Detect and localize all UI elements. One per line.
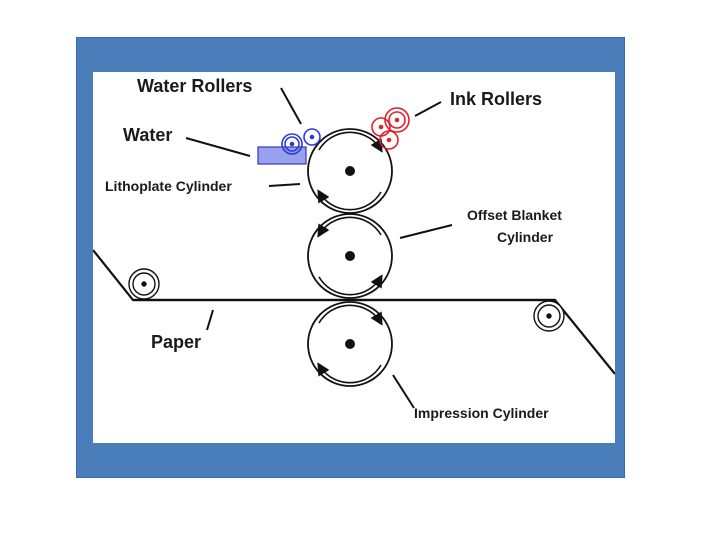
offset-blanket-cylinder	[307, 213, 393, 299]
right-guide-roller	[533, 300, 565, 332]
label-paper: Paper	[151, 332, 201, 352]
water-rollers	[281, 128, 321, 155]
impression-cylinder	[307, 301, 393, 387]
diagram-panel: Water Rollers Ink Rollers Water Lithopla…	[93, 72, 615, 443]
label-offset-blanket-line1: Offset Blanket	[467, 207, 562, 223]
label-water-rollers: Water Rollers	[137, 76, 252, 96]
left-guide-roller	[128, 268, 160, 300]
water-tray	[257, 146, 307, 165]
leader-lines	[185, 87, 453, 409]
label-lithoplate-cylinder: Lithoplate Cylinder	[105, 178, 232, 194]
ink-rollers	[371, 107, 410, 150]
label-offset-blanket-line2: Cylinder	[497, 229, 554, 245]
lithoplate-cylinder	[307, 128, 393, 214]
offset-press-diagram: Water Rollers Ink Rollers Water Lithopla…	[93, 76, 615, 421]
label-ink-rollers: Ink Rollers	[450, 89, 542, 109]
label-water: Water	[123, 125, 172, 145]
label-impression-cylinder: Impression Cylinder	[414, 405, 549, 421]
